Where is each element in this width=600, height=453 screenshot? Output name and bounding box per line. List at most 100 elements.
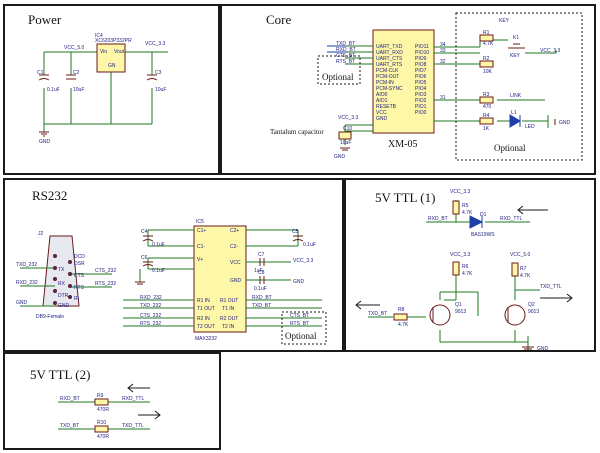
ic5-pin-t1out: T1 OUT xyxy=(197,306,215,312)
power-vcc-in: VCC_5.0 xyxy=(64,45,85,51)
rs232-vcc: VCC_3.3 xyxy=(293,258,314,264)
rs232-net-bt-rxd: RXD_BT xyxy=(252,295,272,301)
xm05-pin-pio7: PIO7 xyxy=(415,68,427,74)
ic5-pin-c2m: C2- xyxy=(230,244,238,250)
ttl2-rxd-ttl: RXD_TTL xyxy=(122,396,144,402)
r8-value: 4.7K xyxy=(398,322,409,328)
xm05-pin-aio0: AIO0 xyxy=(376,92,388,98)
rs232-section xyxy=(3,178,344,352)
core-net-cts: CTS_BT xyxy=(336,53,355,59)
xm05-pin-pio10: PIO10 xyxy=(415,50,429,56)
power-circuit xyxy=(43,51,168,132)
rs232-net-mid-rxd: RXD_232 xyxy=(140,295,162,301)
db9-pin-ri: RI xyxy=(74,296,79,302)
c3-value: 10uF xyxy=(155,87,166,93)
xm05-pin-pcm-clk: PCM-CLK xyxy=(376,68,399,74)
ttl1-rxd-ttl: RXD_TTL xyxy=(500,216,522,222)
ttl1-txd-bt: TXD_BT xyxy=(368,311,387,317)
c7-value: 1uF xyxy=(254,268,263,274)
rs232-net-rts-right: RTS_232 xyxy=(95,281,116,287)
xm05-pin-resetb: RESETB xyxy=(376,104,397,110)
core-optional-box xyxy=(317,55,361,85)
ic4-regulator xyxy=(96,43,126,73)
rs232-optional-box xyxy=(281,311,327,345)
d1-label: D1 xyxy=(480,212,487,218)
c2-label: C2 xyxy=(73,70,80,76)
ic5-pin-r2out: R2 OUT xyxy=(220,316,238,322)
rs232-net-mid-cts: CTS_232 xyxy=(140,313,161,319)
r8-label: R8 xyxy=(398,307,405,313)
core-pin-33: 33 xyxy=(440,48,446,54)
c6-label: C6 xyxy=(141,255,148,261)
core-pin-34: 34 xyxy=(440,42,446,48)
db9-pin-tx: TX xyxy=(58,267,65,273)
ttl1-title: 5V TTL (1) xyxy=(375,190,436,205)
ic5-pin-r2in: R2 IN xyxy=(197,316,210,322)
ic4-vout: Vout xyxy=(114,49,125,55)
power-section xyxy=(3,4,220,175)
r4-value: 1K xyxy=(483,126,490,132)
rs232-gnd: GND xyxy=(293,279,305,285)
core-optional-box-2 xyxy=(455,12,583,161)
ic5-part: MAX3232 xyxy=(195,336,217,342)
ic5-pin-t2out: T2 OUT xyxy=(197,324,215,330)
c8-label: C8 xyxy=(258,270,265,276)
core-gnd: GND xyxy=(334,154,346,160)
ic5-pin-t1in: T1 IN xyxy=(222,306,235,312)
rs232-net-rxd-left: RXD_232 xyxy=(16,280,38,286)
core-title: Core xyxy=(266,12,292,27)
ttl2-rxd-bt: RXD_BT xyxy=(60,396,80,402)
k1-key-label: KEY xyxy=(510,53,521,59)
r6-value: 4.7K xyxy=(462,271,473,277)
r1-label: R1 xyxy=(483,30,490,36)
ttl1-txd-ttl: TXD_TTL xyxy=(540,284,562,290)
c5-value: 0.1uF xyxy=(303,242,316,248)
ic4-label: IC4 xyxy=(95,33,103,39)
xm05-pin-pio2: PIO2 xyxy=(415,98,427,104)
ic4-part: XC6203P332PR xyxy=(95,38,132,44)
ttl1-section xyxy=(344,178,596,352)
ttl2-wires xyxy=(58,401,150,430)
xm05-module xyxy=(372,29,435,134)
xm05-pin-pio8: PIO8 xyxy=(415,62,427,68)
c1-label: C1 xyxy=(37,70,44,76)
db9-pin-gnd: GND xyxy=(58,303,70,309)
rs232-net-txd-left: TXD_232 xyxy=(16,262,37,268)
xm05-pin-pcm-in: PCM-IN xyxy=(376,80,394,86)
xm05-pin-pio11: PIO11 xyxy=(415,44,429,50)
xm05-pin-aio1: AIO1 xyxy=(376,98,388,104)
q1-part: 9013 xyxy=(455,309,466,315)
core-net-rts: RTS_BT xyxy=(336,59,355,65)
ic5-pin-r1in: R1 IN xyxy=(197,298,210,304)
ic5-pin-t2in: T2 IN xyxy=(222,324,235,330)
r3-value: 470 xyxy=(483,104,492,110)
ttl1-gnd: GND xyxy=(537,346,549,352)
rs232-net-gnd-left: GND xyxy=(16,300,28,306)
q1-label: Q1 xyxy=(455,302,462,308)
q2-label: Q2 xyxy=(528,302,535,308)
xm05-pin-pcm-sync: PCM-SYNC xyxy=(376,86,403,92)
c2-value: 10uF xyxy=(73,87,84,93)
core-optional-label-2: Optional xyxy=(494,143,526,153)
db9-pin-dcd: DCD xyxy=(74,254,85,260)
r2-label: R2 xyxy=(483,56,490,62)
core-vcc-key: VCC_3.3 xyxy=(540,48,561,54)
c10-value: 10uF xyxy=(340,140,351,146)
r7-label: R7 xyxy=(520,266,527,272)
ic5-pin-c2p: C2+ xyxy=(230,228,239,234)
ic5-pin-r1out: R1 OUT xyxy=(220,298,238,304)
r9-value: 470R xyxy=(97,407,109,413)
r7-value: 4.7K xyxy=(520,273,531,279)
c10-label: C10 xyxy=(343,126,352,132)
core-wires xyxy=(344,39,549,145)
ttl2-txd-bt: TXD_BT xyxy=(60,423,79,429)
q2-part: 9013 xyxy=(528,309,539,315)
ic5-pin-c1p: C1+ xyxy=(197,228,206,234)
rs232-net-mid-rts: RTS_232 xyxy=(140,321,161,327)
link-net: LINK xyxy=(510,93,522,99)
xm05-pin-uart-rts: UART_RTS xyxy=(376,62,403,68)
ttl1-vcc5: VCC_5.0 xyxy=(510,252,531,258)
ic5-pin-c1m: C1- xyxy=(197,244,205,250)
db9-label: DB9-Female xyxy=(36,314,64,320)
